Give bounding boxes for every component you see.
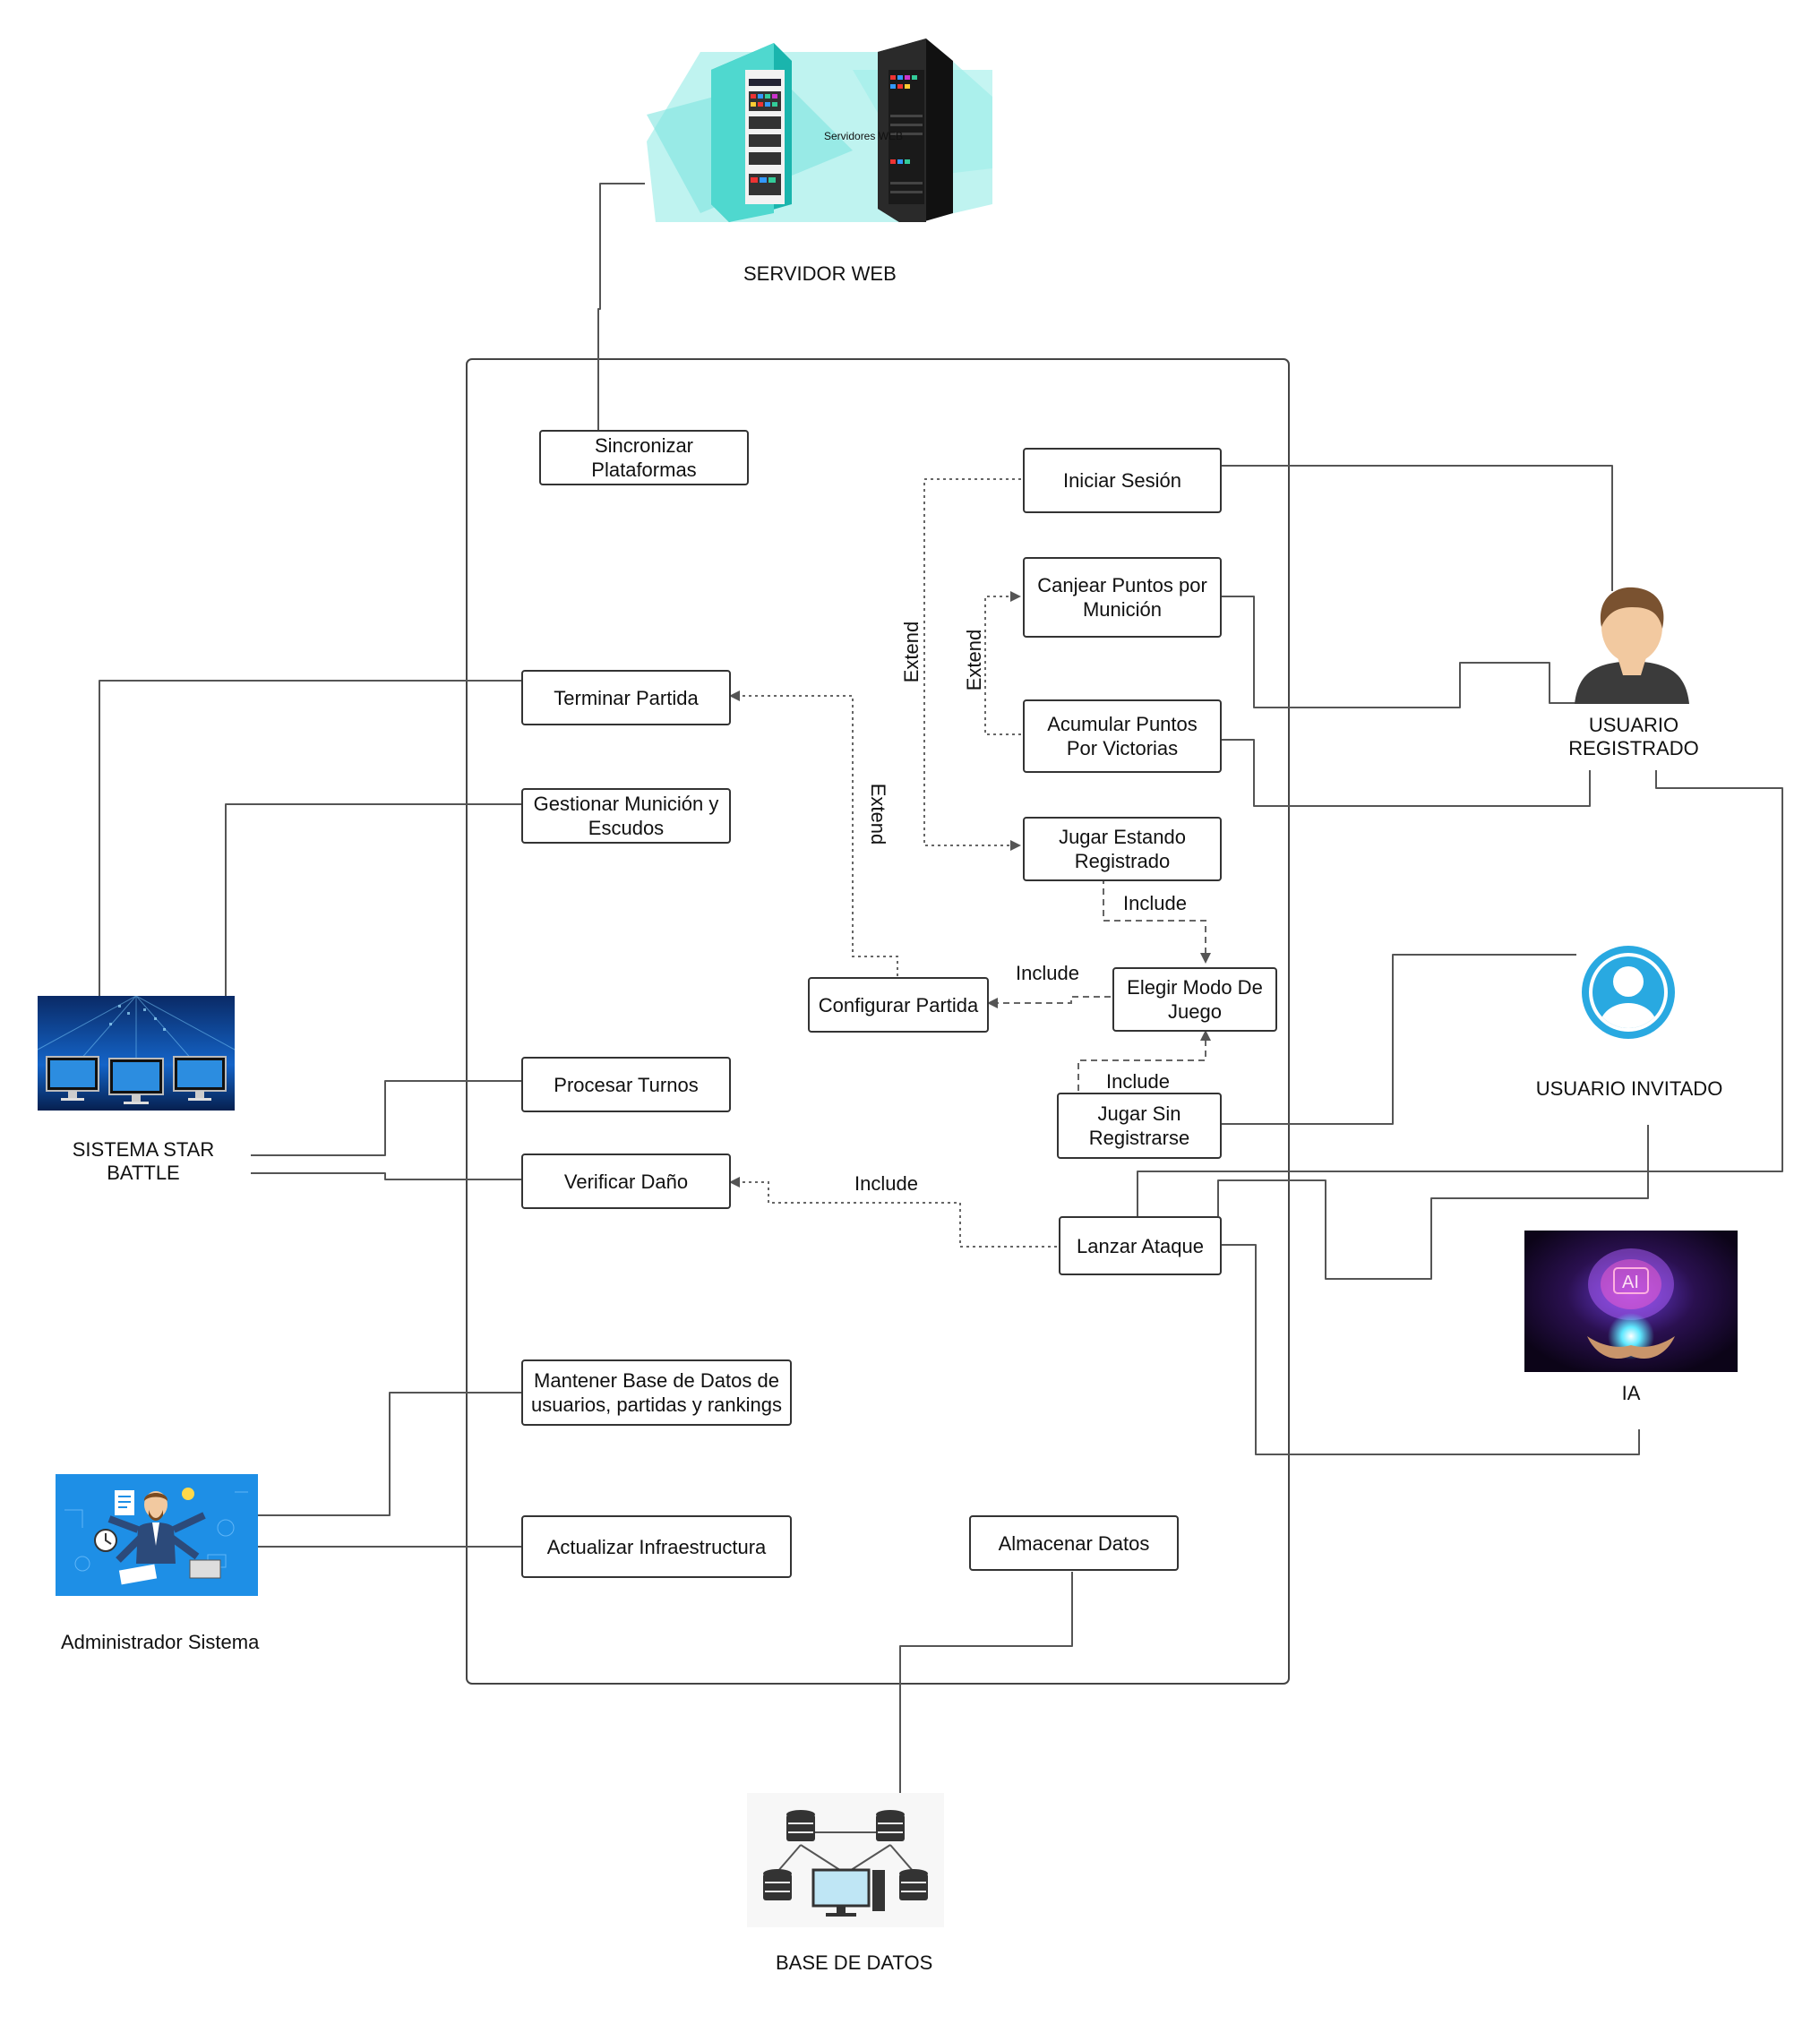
wire-canjear-registrado [1218, 596, 1576, 708]
include-lanzar-verificar [729, 1177, 1057, 1248]
usuario-registrado-label-1: USUARIO [1588, 714, 1679, 736]
uc-verificar-dano[interactable]: Verificar Daño [521, 1154, 731, 1209]
wire-invitado-lanzar [1217, 1125, 1649, 1280]
uc-terminar-partida[interactable]: Terminar Partida [521, 670, 731, 725]
wire-registrado-lanzar [1137, 770, 1783, 1216]
user-avatar-icon [1575, 587, 1689, 704]
usuario-invitado-label: USUARIO INVITADO [1535, 1077, 1723, 1100]
extend-label-3: Extend [867, 783, 889, 845]
include-label-4: Include [854, 1172, 918, 1195]
ia-actor: AI [1524, 1231, 1738, 1372]
wire-lanzar-ia [1218, 1244, 1640, 1455]
uc-elegir-modo[interactable]: Elegir Modo De Juego [1112, 967, 1277, 1032]
include-label-2: Include [1016, 962, 1079, 984]
uc-iniciar-sesion[interactable]: Iniciar Sesión [1023, 448, 1222, 513]
administrador-label: Administrador Sistema [61, 1631, 260, 1653]
wire-sistema-verificar [251, 1172, 521, 1180]
wire-acumular-registrado [1218, 739, 1591, 807]
database-network-icon [747, 1793, 944, 1927]
sistema-label-1: SISTEMA STAR [72, 1138, 215, 1161]
ia-label: IA [1621, 1382, 1641, 1404]
sistema-label-2: BATTLE [107, 1162, 180, 1184]
ai-badge: AI [1622, 1273, 1639, 1292]
wire-sistema-terminar [99, 680, 521, 1001]
admin-multitask-icon [56, 1474, 258, 1596]
uc-jugar-registrado[interactable]: Jugar Estando Registrado [1023, 817, 1222, 881]
uc-actualizar-infraestructura[interactable]: Actualizar Infraestructura [521, 1515, 792, 1578]
uc-mantener-base-datos[interactable]: Mantener Base de Datos de usuarios, part… [521, 1359, 792, 1426]
server-rack-icon: Servidores WEB [647, 39, 992, 227]
base-datos-actor [747, 1793, 944, 1927]
uc-gestionar-municion[interactable]: Gestionar Munición y Escudos [521, 788, 731, 844]
guest-user-icon [1582, 946, 1675, 1039]
extend-iniciar-jugar [923, 478, 1021, 851]
uc-sincronizar-plataformas[interactable]: Sincronizar Plataformas [539, 430, 749, 485]
sistema-star-battle-actor [37, 995, 236, 1111]
extend-configurar-terminar [729, 690, 898, 976]
servidores-web-caption: Servidores WEB [824, 130, 903, 142]
administrador-actor [56, 1474, 258, 1596]
extend-label-1: Extend [900, 621, 923, 683]
wire-almacenar-bd [899, 1572, 1073, 1807]
monitors-icon [37, 995, 236, 1111]
wire-sistema-gestionar [225, 803, 521, 1001]
include-label-3: Include [1106, 1070, 1170, 1093]
uc-procesar-turnos[interactable]: Procesar Turnos [521, 1057, 731, 1112]
usuario-invitado-actor [1578, 942, 1678, 1042]
extend-label-2: Extend [963, 629, 985, 691]
include-jugarsin-elegir [1077, 1030, 1211, 1091]
uc-jugar-sin-registrarse[interactable]: Jugar Sin Registrarse [1057, 1093, 1222, 1159]
uc-lanzar-ataque[interactable]: Lanzar Ataque [1059, 1216, 1222, 1275]
servidor-web-label: SERVIDOR WEB [743, 262, 897, 285]
include-label-1: Include [1123, 892, 1187, 914]
wire-sistema-procesar [251, 1080, 521, 1156]
wire-jugar-sin-invitado [1216, 954, 1576, 1125]
wire-iniciar-registrado [1218, 465, 1613, 591]
ai-brain-icon: AI [1524, 1231, 1738, 1372]
servidor-web-actor: Servidores WEB [647, 34, 992, 227]
usuario-registrado-actor [1569, 582, 1695, 708]
uc-configurar-partida[interactable]: Configurar Partida [808, 977, 989, 1033]
system-boundary [466, 358, 1290, 1685]
base-datos-label: BASE DE DATOS [776, 1951, 933, 1974]
usuario-registrado-label-2: REGISTRADO [1568, 737, 1699, 759]
uc-acumular-puntos[interactable]: Acumular Puntos Por Victorias [1023, 699, 1222, 773]
wire-admin-mantener [258, 1392, 521, 1516]
include-jugar-elegir [1103, 878, 1211, 964]
extend-acumular-canjear [984, 591, 1021, 735]
include-elegir-configurar [987, 996, 1111, 1008]
wire-servidor-sincronizar [597, 183, 645, 430]
uc-canjear-puntos[interactable]: Canjear Puntos por Munición [1023, 557, 1222, 638]
uc-almacenar-datos[interactable]: Almacenar Datos [969, 1515, 1179, 1571]
